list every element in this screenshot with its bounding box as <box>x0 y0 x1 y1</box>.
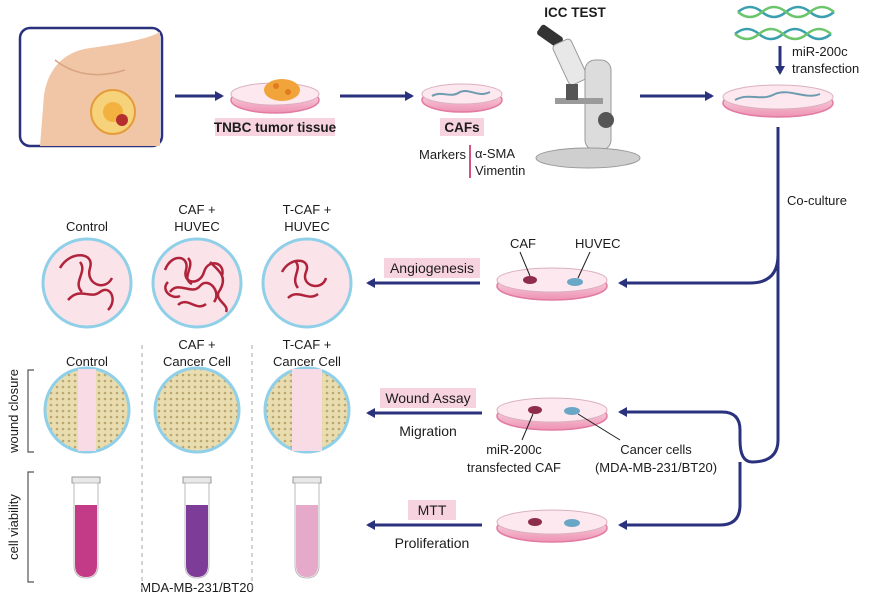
tube-caf-cancer <box>182 476 212 579</box>
angiogenesis-tag-bg <box>384 258 480 278</box>
tube-tcaf-cancer <box>292 476 322 579</box>
angio-dish-control <box>41 237 133 329</box>
cafs-dish <box>421 83 503 113</box>
dna-strand-icon <box>734 5 835 41</box>
icc-test-label: ICC TEST <box>544 5 606 20</box>
mig-title-caf-2: Cancer Cell <box>163 354 231 369</box>
wound-assay-tag: Wound Assay <box>385 390 470 406</box>
tissue-label: TNBC tumor tissue <box>214 120 337 135</box>
cell-line-label: MDA-MB-231/BT20 <box>140 580 253 595</box>
microscope-icon <box>535 24 641 169</box>
viability-bracket <box>27 471 34 583</box>
mtt-tag-bg <box>408 500 456 520</box>
wound-dish-control <box>43 366 131 454</box>
wound-bracket <box>27 369 34 453</box>
mtt-coculture-dish <box>496 509 608 543</box>
huvec-label: HUVEC <box>575 236 621 251</box>
cancer-cells-label-1: Cancer cells <box>620 442 692 457</box>
cancer-cells-label-2: (MDA-MB-231/BT20) <box>595 460 717 475</box>
tumor-tissue-dish <box>230 79 320 114</box>
transfected-caf-label-2: transfected CAF <box>467 460 561 475</box>
transfected-caf-dish <box>722 84 834 118</box>
cafs-label-bg <box>440 118 484 136</box>
mig-title-control: Control <box>66 354 108 369</box>
wound-dish-caf-cancer <box>153 366 241 454</box>
angiogenesis-tag: Angiogenesis <box>390 260 474 276</box>
migration-label: Migration <box>399 423 457 439</box>
angio-title-caf-1: CAF + <box>178 202 215 217</box>
angio-title-caf-2: HUVEC <box>174 219 220 234</box>
markers-label: Markers <box>419 147 466 162</box>
marker-vimentin: Vimentin <box>475 163 525 178</box>
angiogenesis-coculture-dish <box>496 267 608 301</box>
caf-label: CAF <box>510 236 536 251</box>
wound-closure-axis-label: wound closure <box>6 369 21 454</box>
angio-dish-tcaf-huvec <box>261 237 353 329</box>
mtt-tag: MTT <box>418 502 447 518</box>
transfected-caf-label-1: miR-200c <box>486 442 542 457</box>
arrow-to-mtt-dish <box>618 462 742 530</box>
marker-alpha-sma: α-SMA <box>475 146 515 161</box>
mig-title-tcaf-2: Cancer Cell <box>273 354 341 369</box>
cafs-label: CAFs <box>444 120 479 135</box>
cell-viability-axis-label: cell viability <box>6 494 21 560</box>
mig-title-tcaf-1: T-CAF + <box>283 337 332 352</box>
arrow-to-angiogenesis-dish <box>618 254 780 288</box>
arrow-to-migration-dish <box>618 407 780 464</box>
mig-title-caf-1: CAF + <box>178 337 215 352</box>
angio-title-tcaf-1: T-CAF + <box>283 202 332 217</box>
wound-assay-tag-bg <box>380 388 476 408</box>
patient-breast-panel <box>18 26 164 148</box>
transfection-label-1: miR-200c <box>792 44 848 59</box>
angio-dish-caf-huvec <box>151 237 243 329</box>
tissue-label-bg <box>215 118 335 136</box>
tube-control <box>71 476 101 579</box>
migration-coculture-dish <box>496 397 608 431</box>
angio-title-tcaf-2: HUVEC <box>284 219 330 234</box>
transfection-label-2: transfection <box>792 61 859 76</box>
wound-dish-tcaf-cancer <box>263 366 351 454</box>
proliferation-label: Proliferation <box>395 535 470 551</box>
co-culture-label: Co-culture <box>787 193 847 208</box>
tissue-sample-icon <box>264 79 300 101</box>
angio-title-control: Control <box>66 219 108 234</box>
